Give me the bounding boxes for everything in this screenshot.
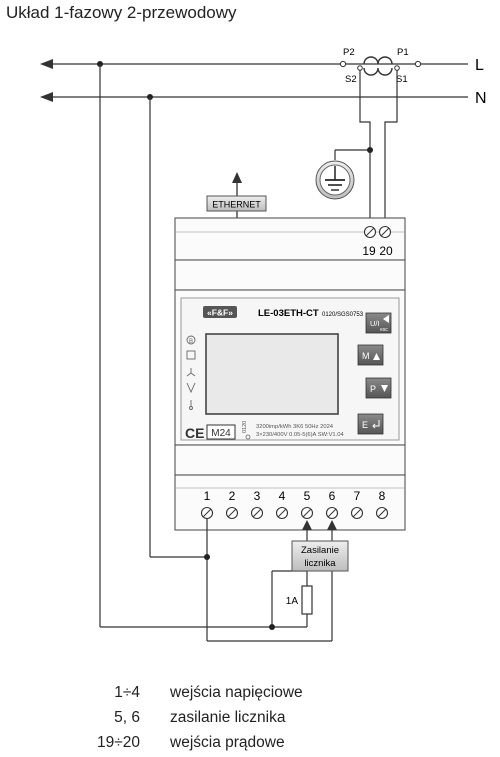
indicator-star-icon — [186, 368, 196, 377]
terminal-7: 7 — [350, 489, 364, 520]
legend-range: 5, 6 — [114, 708, 140, 726]
arrow-up-icon — [302, 520, 312, 530]
ct-secondary-wires — [334, 70, 398, 228]
legend: 1÷4 wejścia napięciowe 5, 6 zasilanie li… — [60, 680, 380, 755]
terminal-number: 8 — [379, 489, 386, 503]
spec-line-2: 3×230/400V 0.05-5(6)A SW:V1.04 — [256, 432, 344, 438]
ui-button-label: U/I — [370, 319, 380, 328]
indicator-square-icon — [186, 350, 196, 360]
terminal-number: 4 — [279, 489, 286, 503]
terminal-slot — [352, 508, 362, 518]
ct-terminal-label: 20 — [379, 244, 393, 258]
arrow-up-icon — [373, 353, 380, 360]
terminal-slot — [377, 508, 387, 518]
e-button[interactable]: E — [357, 413, 384, 435]
bottom-terminals: 1 2 3 4 5 6 7 8 — [200, 489, 389, 520]
diagram-title: Układ 1-fazowy 2-przewodowy — [6, 3, 237, 22]
enter-icon — [372, 420, 380, 429]
junction-dot — [269, 624, 275, 630]
brand-logo — [203, 306, 237, 318]
terminal-number: 6 — [329, 489, 336, 503]
ct-p2-label: P2 — [343, 47, 355, 58]
p-button[interactable]: P — [365, 377, 392, 399]
ct-terminal-19 — [363, 225, 377, 239]
indicator-delta-icon — [186, 382, 196, 394]
mid-box — [206, 424, 236, 440]
junction-dot — [204, 554, 210, 560]
model-label: LE-03ETH-CT — [258, 308, 319, 319]
ethernet-label: ETHERNET — [212, 200, 261, 210]
ct-s2-label: S2 — [345, 74, 357, 85]
legend-desc: wejścia napięciowe — [170, 683, 303, 701]
terminal-slot — [227, 508, 237, 518]
m-button[interactable]: M — [357, 344, 384, 366]
e-button-label: E — [362, 420, 368, 430]
neutral-label: N — [475, 90, 487, 107]
ground-icon — [315, 160, 355, 200]
terminal-number: 7 — [354, 489, 361, 503]
neutral-line — [40, 92, 468, 102]
esc-label: esc — [380, 327, 388, 333]
terminal-number: 2 — [229, 489, 236, 503]
spec-line-1: 3200imp/kWh 3K6 50Hz 2024 — [256, 424, 334, 430]
terminal-slot — [327, 508, 337, 518]
legend-range: 1÷4 — [114, 683, 140, 701]
arrow-down-icon — [381, 385, 388, 392]
ui-button[interactable]: U/I esc — [365, 312, 392, 334]
fuse-label: 1A — [286, 596, 299, 607]
legend-row: 19÷20 wejścia prądowe — [60, 730, 380, 755]
legend-desc: zasilanie licznika — [170, 708, 286, 726]
terminal-number: 5 — [304, 489, 311, 503]
ethernet-port-box — [206, 195, 267, 212]
terminal-2: 2 — [225, 489, 239, 520]
mid-label: M24 — [211, 428, 231, 439]
terminal-slot — [252, 508, 262, 518]
terminal-6: 6 — [325, 489, 339, 520]
led-indicator — [245, 434, 251, 440]
current-transformer — [339, 56, 422, 76]
p-button-label: P — [370, 384, 376, 394]
indicator-b-icon — [186, 335, 196, 345]
ct-terminal-label: 19 — [362, 244, 376, 258]
phase-line — [40, 59, 468, 69]
terminal-8: 8 — [375, 489, 389, 520]
ce-mark: CE — [185, 425, 204, 441]
m-button-label: M — [362, 351, 370, 361]
legend-row: 5, 6 zasilanie licznika — [60, 705, 380, 730]
terminal-4: 4 — [275, 489, 289, 520]
cert-label: 0120/SGS0753 — [322, 312, 364, 318]
ct-p1-label: P1 — [397, 47, 409, 58]
indicator-b-text: B — [189, 339, 193, 345]
terminal-number: 3 — [254, 489, 261, 503]
terminal-number: 1 — [204, 489, 211, 503]
junction-dot — [367, 147, 373, 153]
ct-terminal-20 — [378, 225, 392, 239]
supply-box — [291, 540, 349, 572]
terminal-slot — [202, 508, 212, 518]
supply-box-line1: Zasilanie — [301, 545, 339, 556]
fuse — [301, 585, 313, 615]
terminal-slot — [277, 508, 287, 518]
terminal-slot — [302, 508, 312, 518]
legend-range: 19÷20 — [97, 733, 140, 751]
indicator-icons — [186, 335, 196, 410]
supply-box-line2: licznika — [304, 558, 336, 569]
terminal-3: 3 — [250, 489, 264, 520]
legend-desc: wejścia prądowe — [170, 733, 285, 751]
brand-logo-text: «F&F» — [207, 308, 233, 318]
lcd-display — [205, 333, 339, 415]
ct-s1-label: S1 — [396, 74, 408, 85]
terminal-5: 5 — [300, 489, 314, 520]
mid-code: 0120 — [242, 421, 248, 433]
phase-label: L — [475, 57, 484, 74]
arrow-up-icon — [327, 520, 337, 530]
legend-row: 1÷4 wejścia napięciowe — [60, 680, 380, 705]
